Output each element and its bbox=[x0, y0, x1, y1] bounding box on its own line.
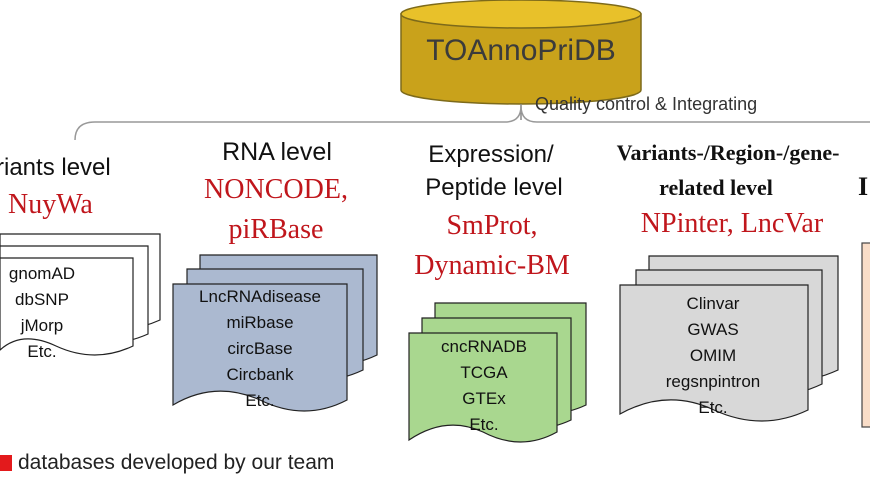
db-item: miRbase bbox=[226, 313, 294, 332]
db-item: Clinvar bbox=[686, 294, 740, 313]
db-item: GWAS bbox=[687, 320, 739, 339]
document-stack-rna bbox=[172, 254, 378, 412]
db-item: dbSNP bbox=[15, 290, 69, 309]
column-databases-rna: LncRNAdisease miRbase circBase Circbank … bbox=[199, 284, 321, 414]
legend-label: databases developed by our team bbox=[18, 451, 335, 474]
document-stack-variants-region bbox=[619, 255, 839, 422]
database-label: TOAnnoPriDB bbox=[426, 34, 616, 67]
column-ours-expression-2: Dynamic-BM bbox=[414, 250, 570, 281]
db-item: gnomAD bbox=[8, 264, 76, 283]
column-title-variants-region-1: Variants-/Region-/gene- bbox=[616, 140, 840, 165]
db-item: Circbank bbox=[226, 365, 294, 384]
db-item: TCGA bbox=[460, 363, 508, 382]
process-label: Quality control & Integrating bbox=[535, 94, 758, 114]
db-item: Etc. bbox=[245, 391, 275, 410]
db-item: LncRNAdisease bbox=[199, 287, 321, 306]
db-item: cncRNADB bbox=[441, 337, 527, 356]
column-databases-expression: cncRNADB TCGA GTEx Etc. bbox=[441, 334, 527, 438]
db-item: Etc. bbox=[469, 415, 499, 434]
document-stack-expression bbox=[408, 302, 587, 443]
column-title-rna: RNA level bbox=[222, 138, 332, 166]
column-databases-variants: gnomAD dbSNP jMorp Etc. bbox=[9, 261, 75, 365]
db-item: Etc. bbox=[27, 342, 57, 361]
column-title-partial: I bbox=[858, 172, 869, 201]
column-title-expression-2: Peptide level bbox=[425, 174, 563, 201]
db-item: GTEx bbox=[462, 389, 506, 408]
db-item: regsnpintron bbox=[665, 372, 761, 391]
column-title-variants: riants level bbox=[0, 154, 111, 181]
document-stack-variants bbox=[0, 233, 161, 356]
column-ours-rna-2: piRBase bbox=[228, 214, 324, 245]
column-ours-rna-1: NONCODE, bbox=[204, 174, 348, 205]
brace bbox=[74, 105, 870, 141]
column-databases-variants-region: Clinvar GWAS OMIM regsnpintron Etc. bbox=[666, 291, 761, 421]
database-cylinder-icon bbox=[400, 0, 642, 105]
column-ours-variants-region: NPinter, LncVar bbox=[640, 208, 824, 239]
column-title-variants-region-2: related level bbox=[659, 175, 773, 200]
column-ours-expression-1: SmProt, bbox=[446, 210, 538, 241]
db-item: OMIM bbox=[689, 346, 737, 365]
db-item: jMorp bbox=[20, 316, 64, 335]
column-ours-variants: NuyWa bbox=[8, 189, 93, 220]
legend-swatch bbox=[0, 455, 12, 471]
column-title-expression-1: Expression/ bbox=[428, 141, 554, 168]
db-item: circBase bbox=[227, 339, 293, 358]
document-stack-partial bbox=[861, 242, 870, 428]
db-item: Etc. bbox=[698, 398, 728, 417]
